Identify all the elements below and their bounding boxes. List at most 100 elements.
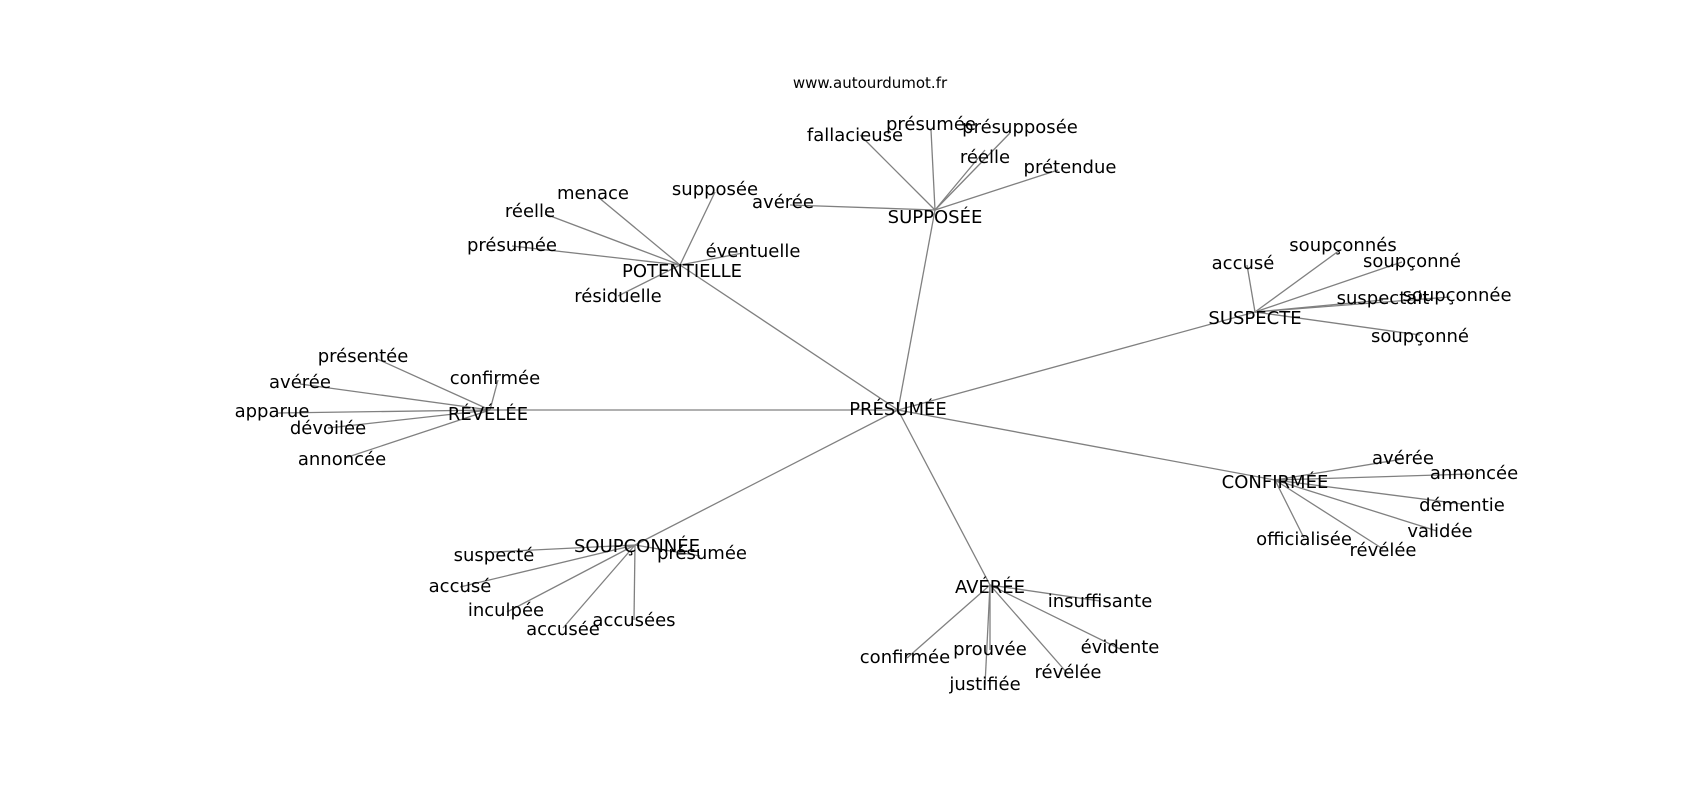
edge-cluster-5-leaf-3 xyxy=(506,544,636,613)
cluster-node-label: SOUPÇONNÉE xyxy=(574,535,700,557)
leaf-node-label: menace xyxy=(557,183,629,204)
edge-cluster-2-leaf-0 xyxy=(1246,264,1256,313)
edge-cluster-5-leaf-1 xyxy=(634,544,701,557)
leaf-node-label: validée xyxy=(1407,521,1472,542)
edge-cluster-1-leaf-4 xyxy=(679,252,744,266)
leaf-node-label: révélée xyxy=(1035,662,1102,683)
edge-cluster-2-leaf-5 xyxy=(1254,311,1421,336)
leaf-node-label: réelle xyxy=(505,201,555,222)
edge-cluster-0-leaf-2 xyxy=(934,132,1011,211)
leaf-node-label: annoncée xyxy=(298,449,386,470)
cluster-node-label: SUSPECTE xyxy=(1208,308,1301,329)
edge-cluster-3-leaf-5 xyxy=(344,409,491,459)
edge-cluster-3-leaf-0 xyxy=(374,357,491,411)
edge-cluster-3-leaf-3 xyxy=(277,409,491,414)
edge-cluster-4-leaf-3 xyxy=(1274,479,1438,532)
leaf-node-label: présentée xyxy=(318,346,409,367)
edge-cluster-0-leaf-1 xyxy=(930,129,936,211)
cluster-node-label: POTENTIELLE xyxy=(622,261,742,282)
leaf-node-label: apparue xyxy=(235,401,310,422)
leaf-node-label: présupposée xyxy=(962,117,1078,138)
edge-cluster-5-leaf-2 xyxy=(459,544,636,588)
leaf-node-label: insuffisante xyxy=(1048,591,1153,612)
labels: www.autourdumot.fr PRÉSUMÉE SUPPOSÉE falla… xyxy=(235,74,1519,695)
edge-cluster-3-leaf-4 xyxy=(327,409,491,429)
cluster-node-label: RÉVÉLÉE xyxy=(448,403,528,425)
edge-cluster-4-leaf-0 xyxy=(1274,458,1404,481)
leaf-node-label: présumée xyxy=(467,235,557,256)
edge-cluster-4-leaf-5 xyxy=(1274,479,1384,550)
leaf-node-label: suspectait xyxy=(1337,288,1430,309)
edge-center-cluster-1 xyxy=(679,264,899,411)
leaf-node-label: soupçonnée xyxy=(1402,285,1511,306)
edge-cluster-1-leaf-5 xyxy=(617,264,681,297)
leaf-node-label: confirmée xyxy=(450,368,540,389)
leaf-node-label: soupçonnés xyxy=(1289,235,1396,256)
leaf-node-label: révélée xyxy=(1350,540,1417,561)
leaf-node-label: prouvée xyxy=(953,639,1027,660)
edge-cluster-5-leaf-5 xyxy=(633,544,636,621)
leaf-node-label: dévoilée xyxy=(290,418,366,439)
leaf-node-label: évidente xyxy=(1081,637,1160,658)
edge-center-cluster-5 xyxy=(634,409,899,546)
leaf-node-label: inculpée xyxy=(468,600,544,621)
cluster-node-label: CONFIRMÉE xyxy=(1222,471,1329,493)
edge-cluster-2-leaf-1 xyxy=(1254,249,1341,313)
edge-cluster-6-leaf-3 xyxy=(989,584,1121,650)
leaf-node-label: démentie xyxy=(1419,495,1505,516)
leaf-node-label: réelle xyxy=(960,147,1010,168)
edge-cluster-1-leaf-1 xyxy=(544,213,681,266)
leaf-node-label: supposée xyxy=(672,179,758,200)
leaf-node-label: officialisée xyxy=(1256,529,1352,550)
edge-cluster-5-leaf-0 xyxy=(492,544,636,553)
leaf-node-label: avérée xyxy=(752,192,814,213)
leaf-node-label: accusée xyxy=(526,619,600,640)
leaf-node-label: soupçonné xyxy=(1371,326,1469,347)
cluster-node-label: AVÉRÉE xyxy=(955,576,1025,598)
edge-center-cluster-0 xyxy=(897,209,936,411)
edge-cluster-4-leaf-2 xyxy=(1274,479,1463,505)
leaf-node-label: avérée xyxy=(269,372,331,393)
edge-cluster-3-leaf-1 xyxy=(299,383,491,411)
leaf-node-label: fallacieuse xyxy=(807,125,903,146)
edge-cluster-6-leaf-4 xyxy=(984,584,991,686)
edge-cluster-0-leaf-4 xyxy=(934,169,1059,211)
edge-cluster-4-leaf-1 xyxy=(1274,473,1471,481)
leaf-node-label: résiduelle xyxy=(574,286,661,307)
leaf-node-label: suspecté xyxy=(454,545,535,566)
leaf-node-label: prétendue xyxy=(1024,157,1117,178)
edge-cluster-1-leaf-3 xyxy=(679,191,716,266)
center-node-label: PRÉSUMÉE xyxy=(849,398,947,420)
edge-cluster-3-leaf-2 xyxy=(489,379,499,411)
leaf-node-label: présumée xyxy=(886,114,976,135)
edge-cluster-0-leaf-5 xyxy=(789,204,936,211)
leaf-node-label: éventuelle xyxy=(706,241,801,262)
edge-cluster-2-leaf-2 xyxy=(1254,261,1403,313)
leaf-node-label: confirmée xyxy=(860,647,950,668)
cluster-node-label: SUPPOSÉE xyxy=(888,206,983,228)
edge-cluster-6-leaf-0 xyxy=(989,584,1101,602)
leaf-node-label: accusé xyxy=(1212,253,1275,274)
edge-cluster-1-leaf-0 xyxy=(597,196,681,266)
leaf-node-label: accusées xyxy=(592,610,675,631)
leaf-node-label: annoncée xyxy=(1430,463,1518,484)
edge-cluster-6-leaf-1 xyxy=(906,584,991,659)
site-url: www.autourdumot.fr xyxy=(793,74,948,92)
edge-cluster-0-leaf-0 xyxy=(859,134,936,211)
edge-center-cluster-6 xyxy=(897,409,991,586)
edge-cluster-0-leaf-3 xyxy=(934,149,986,211)
edge-center-cluster-2 xyxy=(897,311,1256,411)
edge-cluster-6-leaf-5 xyxy=(989,584,1069,675)
edges xyxy=(277,129,1471,686)
edge-cluster-5-leaf-4 xyxy=(562,544,636,629)
edge-cluster-2-leaf-4 xyxy=(1254,296,1451,313)
edge-cluster-1-leaf-2 xyxy=(511,245,681,266)
leaf-node-label: présumée xyxy=(657,543,747,564)
leaf-node-label: accusé xyxy=(429,576,492,597)
leaf-node-label: justifiée xyxy=(948,674,1020,695)
leaf-node-label: avérée xyxy=(1372,448,1434,469)
edge-cluster-4-leaf-4 xyxy=(1274,479,1305,539)
leaf-node-label: soupçonné xyxy=(1363,251,1461,272)
edge-center-cluster-4 xyxy=(897,409,1276,481)
